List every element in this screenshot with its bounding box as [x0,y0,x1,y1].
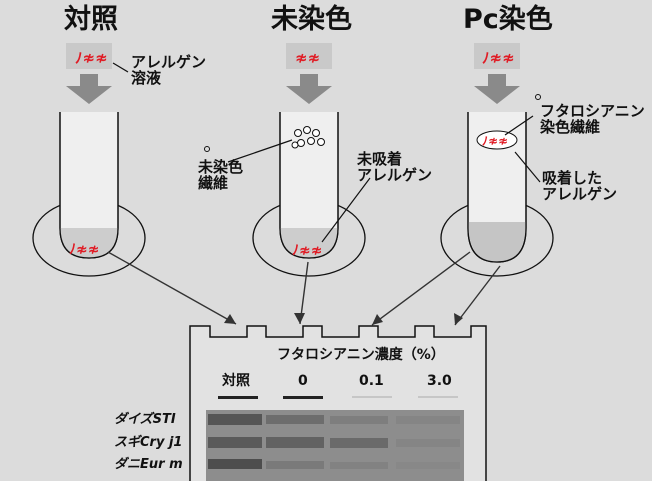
label-allergen-solution: アレルゲン 溶液 [131,53,207,87]
title-pc-dyed: Pc染色 [463,4,553,35]
blot-row-cry-j1: スギCry j1 [114,435,183,450]
allergen-box-control: ﾉ≉≉ [66,43,112,69]
down-arrow-control [66,74,112,104]
svg-text:ﾉ≉≉: ﾉ≉≉ [69,242,99,258]
title-control: 対照 [64,4,118,35]
title-undyed: 未染色 [271,4,352,35]
blot-column-3-0: 3.0 [427,373,452,389]
blot-column-0-1: 0.1 [359,373,384,389]
svg-text:ﾉ≉≉: ﾉ≉≉ [482,134,508,148]
label-undyed-fiber: 未染色 繊維 [198,158,244,192]
down-arrow-undyed [286,74,332,104]
svg-text:ﾉ≉≉: ﾉ≉≉ [292,243,322,259]
label-phthalocyanine-fiber: フタロシアニン 染色繊維 [540,102,645,136]
svg-text:ﾉ≉≉: ﾉ≉≉ [75,49,108,67]
blot-header: フタロシアニン濃度（%） [277,347,445,363]
blot-row-soy-sti: ダイズSTI [114,412,176,427]
down-arrow-pc [474,74,520,104]
svg-text:ﾉ≉≉: ﾉ≉≉ [482,49,515,67]
allergen-box-pc: ﾉ≉≉ [474,43,520,69]
label-unadsorbed-allergen: 未吸着 アレルゲン [357,150,433,184]
allergen-box-undyed: ≉≉ [286,43,332,69]
blot-column-0: 0 [298,373,308,389]
label-adsorbed-allergen: 吸着した アレルゲン [542,169,618,203]
test-tube-control: ﾉ≉≉ [32,112,146,277]
test-tube-undyed: ﾉ≉≉ [252,112,366,277]
blot-row-eur-m: ダニEur m [114,457,183,472]
test-tube-pc: ﾉ≉≉ [440,112,554,277]
svg-text:≉≉: ≉≉ [295,49,320,67]
blot-column-control: 対照 [222,373,250,389]
